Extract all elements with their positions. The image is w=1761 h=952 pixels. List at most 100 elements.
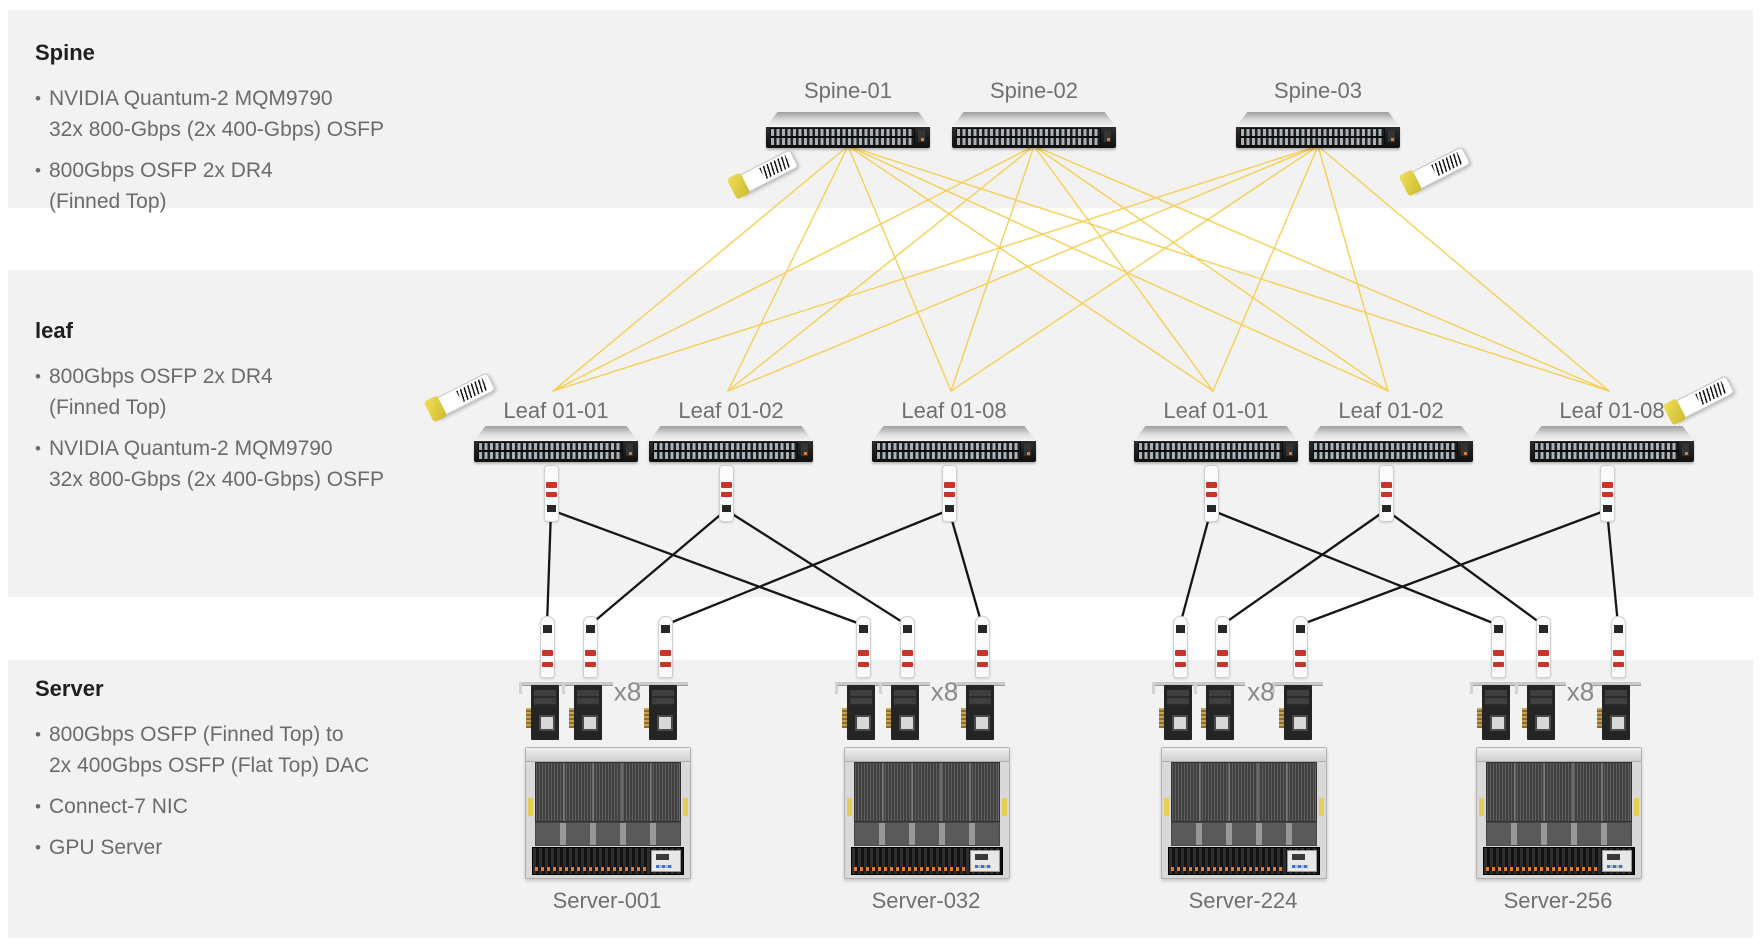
nic-card (1590, 682, 1641, 742)
nic-pcb (649, 685, 677, 740)
switch-led-icon (1461, 444, 1468, 456)
leaf-switch (1309, 426, 1473, 462)
gpu-server (1476, 747, 1642, 879)
bullet-item: • GPU Server (35, 832, 369, 863)
switch-port-row (956, 137, 1101, 146)
switch-port-row (478, 451, 623, 460)
server-lid (1162, 748, 1326, 762)
bullet-lines: GPU Server (49, 832, 162, 863)
switch-port-row (1240, 137, 1385, 146)
server-module-row (854, 822, 1000, 846)
nic-pcb (1206, 685, 1234, 740)
nic-pcb (847, 685, 875, 740)
bullet-line: 32x 800-Gbps (2x 400-Gbps) OSFP (49, 468, 384, 491)
nic-bracket (519, 682, 570, 694)
transceiver-cable-cap (1538, 625, 1548, 633)
nic-edge-connector (1279, 708, 1284, 728)
server-module-row (1486, 822, 1632, 846)
transceiver-red-band (720, 482, 732, 488)
nic-pcb (1164, 685, 1192, 740)
transceiver-red-band (1205, 482, 1217, 488)
transceiver-cable-cap (660, 625, 670, 633)
nic-edge-connector (842, 708, 847, 728)
transceiver-red-band (943, 492, 955, 497)
transceiver-red-band (1492, 650, 1504, 656)
bullet-lines: 800Gbps OSFP 2x DR4(Finned Top) (49, 361, 273, 423)
leaf-switch (872, 426, 1036, 462)
spine-switch (952, 112, 1116, 148)
bullet-dot-icon: • (35, 838, 41, 857)
leaf-switch (1134, 426, 1298, 462)
bullet-line: 32x 800-Gbps (2x 400-Gbps) OSFP (49, 118, 384, 141)
nic-pcb (1284, 685, 1312, 740)
nic-card (954, 682, 1005, 742)
nic-edge-connector (526, 708, 531, 728)
transceiver-red-band (1492, 662, 1504, 667)
switch-front-panel (1530, 441, 1694, 462)
transceiver-cable-cap (1613, 625, 1623, 633)
bullet-line: (Finned Top) (49, 396, 167, 419)
server-label: Server-032 (871, 888, 981, 913)
switch-led-icon (918, 130, 925, 142)
switch-top-face (474, 426, 638, 441)
switch-port-row (1138, 451, 1283, 460)
server-lid (845, 748, 1009, 762)
switch-front-panel (649, 441, 813, 462)
nic-multiplier-label: x8 (613, 676, 642, 707)
switch-led-icon (801, 444, 808, 456)
transceiver-cable-cap (1217, 625, 1227, 633)
server-label: Server-001 (552, 888, 662, 913)
transceiver-red-band (1601, 492, 1613, 497)
nic-pcb (1527, 685, 1555, 740)
bullet-dot-icon: • (35, 725, 41, 744)
transceiver-cable-cap (1295, 625, 1305, 633)
section-title-leaf: leaf (35, 318, 73, 343)
switch-port-row (478, 442, 623, 451)
leaf-label: Leaf 01-01 (503, 398, 609, 423)
transceiver-red-band (1380, 492, 1392, 497)
nic-edge-connector (1159, 708, 1164, 728)
switch-led-icon (626, 444, 633, 456)
nic-osfp-transceiver (1214, 616, 1230, 678)
server-gpu-grille (535, 762, 681, 822)
nic-card (1470, 682, 1521, 742)
transceiver-red-band (857, 662, 869, 667)
server-control-panel (970, 850, 1000, 872)
transceiver-red-band (1601, 482, 1613, 488)
switch-front-panel (872, 441, 1036, 462)
transceiver-red-band (541, 662, 553, 667)
nic-bracket (1590, 682, 1641, 694)
bullet-line: 800Gbps OSFP (Finned Top) to (49, 723, 344, 746)
transceiver-red-band (1537, 662, 1549, 667)
transceiver-red-band (1294, 650, 1306, 656)
transceiver-red-band (976, 662, 988, 667)
spine-label: Spine-02 (989, 78, 1079, 103)
gpu-server (844, 747, 1010, 879)
nic-bracket (879, 682, 930, 694)
transceiver-red-band (659, 662, 671, 667)
switch-port-row (876, 451, 1021, 460)
nic-bracket (1272, 682, 1323, 694)
server-latch (1634, 798, 1639, 816)
nic-bracket (1194, 682, 1245, 694)
switch-port-row (956, 128, 1101, 137)
switch-port-row (1313, 451, 1458, 460)
section-title-server: Server (35, 676, 104, 701)
nic-osfp-transceiver (855, 616, 871, 678)
leaf-osfp-transceiver (543, 465, 559, 522)
nic-multiplier-label: x8 (930, 676, 959, 707)
bullet-line: (Finned Top) (49, 190, 167, 213)
server-control-panel (1287, 850, 1317, 872)
transceiver-red-band (545, 492, 557, 497)
server-gpu-grille (1486, 762, 1632, 822)
bullet-item: •800Gbps OSFP 2x DR4(Finned Top) (35, 155, 384, 217)
transceiver-cable-cap (585, 625, 595, 633)
switch-port-row (770, 137, 915, 146)
switch-front-panel (474, 441, 638, 462)
transceiver-cable-cap (721, 505, 731, 512)
